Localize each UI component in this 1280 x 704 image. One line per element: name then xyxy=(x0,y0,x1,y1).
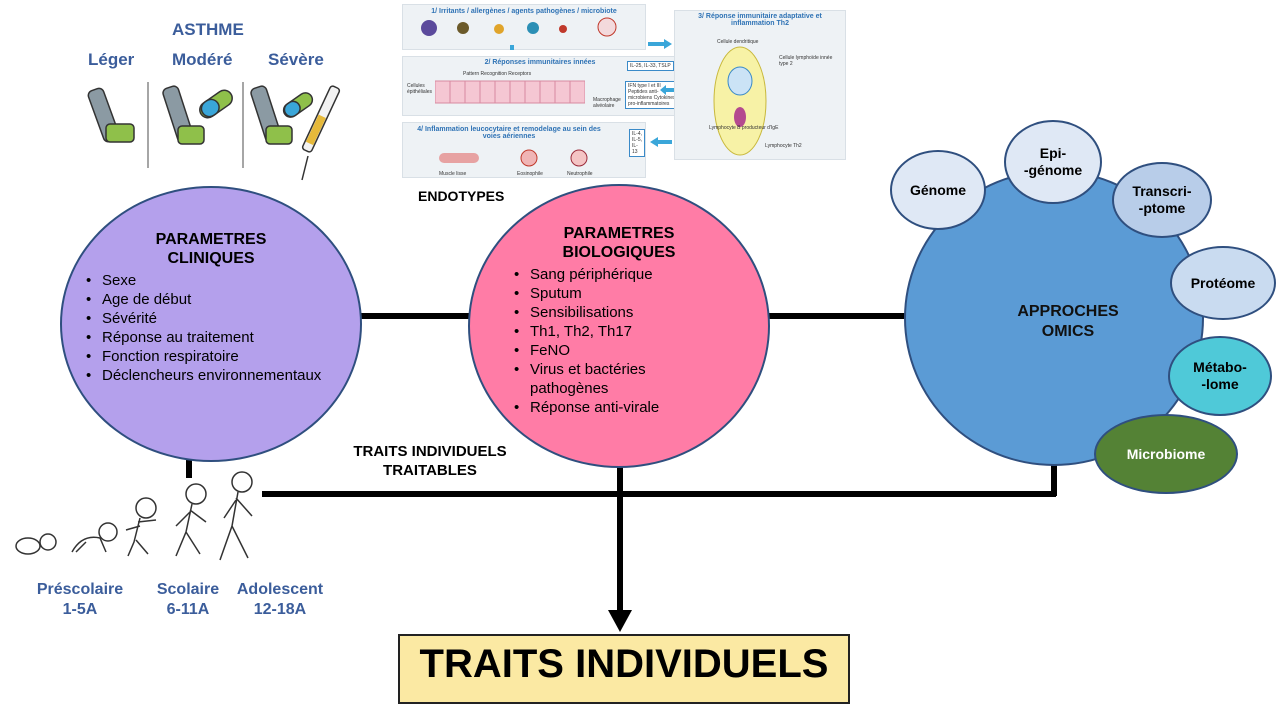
list-item: Sang périphérique xyxy=(514,265,730,284)
asthma-level-moderate: Modéré xyxy=(172,50,233,69)
transcriptome-bubble: Transcri- -ptome xyxy=(1112,162,1212,238)
metabolome-bubble: Métabo- -lome xyxy=(1168,336,1272,416)
list-item: Sensibilisations xyxy=(514,303,730,322)
list-item: Déclencheurs environnementaux xyxy=(86,366,321,385)
panel-adaptive: 3/ Réponse immunitaire adaptative et inf… xyxy=(674,10,846,160)
list-item: Réponse au traitement xyxy=(86,328,321,347)
panel-arrows xyxy=(510,39,680,147)
list-item: Sexe xyxy=(86,271,321,290)
child-walking-icon xyxy=(175,483,207,557)
list-item: Sputum xyxy=(514,284,730,303)
adolescent-walking-icon xyxy=(219,471,253,561)
endotypes-label: ENDOTYPES xyxy=(418,188,505,204)
list-item: Sévérité xyxy=(86,309,321,328)
baby-crawling-icon xyxy=(71,522,118,553)
clinical-list: Sexe Age de début Sévérité Réponse au tr… xyxy=(84,271,321,385)
inhaler-illustrations xyxy=(87,82,341,181)
biological-list: Sang périphérique Sputum Sensibilisation… xyxy=(512,265,730,417)
connector-lines xyxy=(186,313,1057,632)
list-item: Réponse anti-virale xyxy=(514,398,730,417)
list-item: FeNO xyxy=(514,341,730,360)
age-label-preschool: Préscolaire 1-5A xyxy=(36,581,124,618)
genome-bubble: Génome xyxy=(890,150,986,230)
baby-lying-icon xyxy=(15,533,57,555)
clinical-title: PARAMETRES CLINIQUES xyxy=(155,231,267,267)
age-label-adolescent: Adolescent 12-18A xyxy=(236,581,324,618)
panel-triggers: 1/ Irritants / allergènes / agents patho… xyxy=(402,4,646,50)
individual-traits-box: TRAITS INDIVIDUELS xyxy=(398,634,850,704)
cell-diagram xyxy=(713,46,767,156)
microbiome-bubble: Microbiome xyxy=(1094,414,1238,494)
individual-traits-title: TRAITS INDIVIDUELS xyxy=(419,642,829,686)
asthma-level-severe: Sévère xyxy=(268,50,324,69)
panel-inflammation: 4/ Inflammation leucocytaire et remodela… xyxy=(402,122,646,178)
inhaler-pill-syringe-icon xyxy=(250,85,341,181)
epigenome-bubble: Epi- -génome xyxy=(1004,120,1102,204)
inhaler-icon xyxy=(87,87,135,143)
asthma-level-mild: Léger xyxy=(88,50,135,69)
child-growth-illustration xyxy=(15,471,253,561)
endotypes-figure: 1/ Irritants / allergènes / agents patho… xyxy=(400,0,850,182)
proteome-bubble: Protéome xyxy=(1170,246,1276,320)
epithelium-icon xyxy=(435,80,585,104)
panel-innate: 2/ Réponses immunitaires innées Pattern … xyxy=(402,56,681,116)
list-item: Th1, Th2, Th17 xyxy=(514,322,730,341)
toddler-walking-icon xyxy=(125,497,157,557)
list-item: Virus et bactéries pathogènes xyxy=(514,360,690,398)
list-item: Fonction respiratoire xyxy=(86,347,321,366)
asthma-title: ASTHME xyxy=(172,20,244,39)
list-item: Age de début xyxy=(86,290,321,309)
leukocyte-icons xyxy=(439,149,588,167)
treatable-traits-label: TRAITS INDIVIDUELS TRAITABLES xyxy=(353,443,507,479)
omics-title: APPROCHES OMICS xyxy=(1017,303,1119,340)
trigger-icons xyxy=(421,17,617,37)
inhaler-pill-icon xyxy=(162,85,233,145)
age-label-school: Scolaire 6-11A xyxy=(156,581,220,618)
biological-title: PARAMETRES BIOLOGIQUES xyxy=(562,225,676,261)
